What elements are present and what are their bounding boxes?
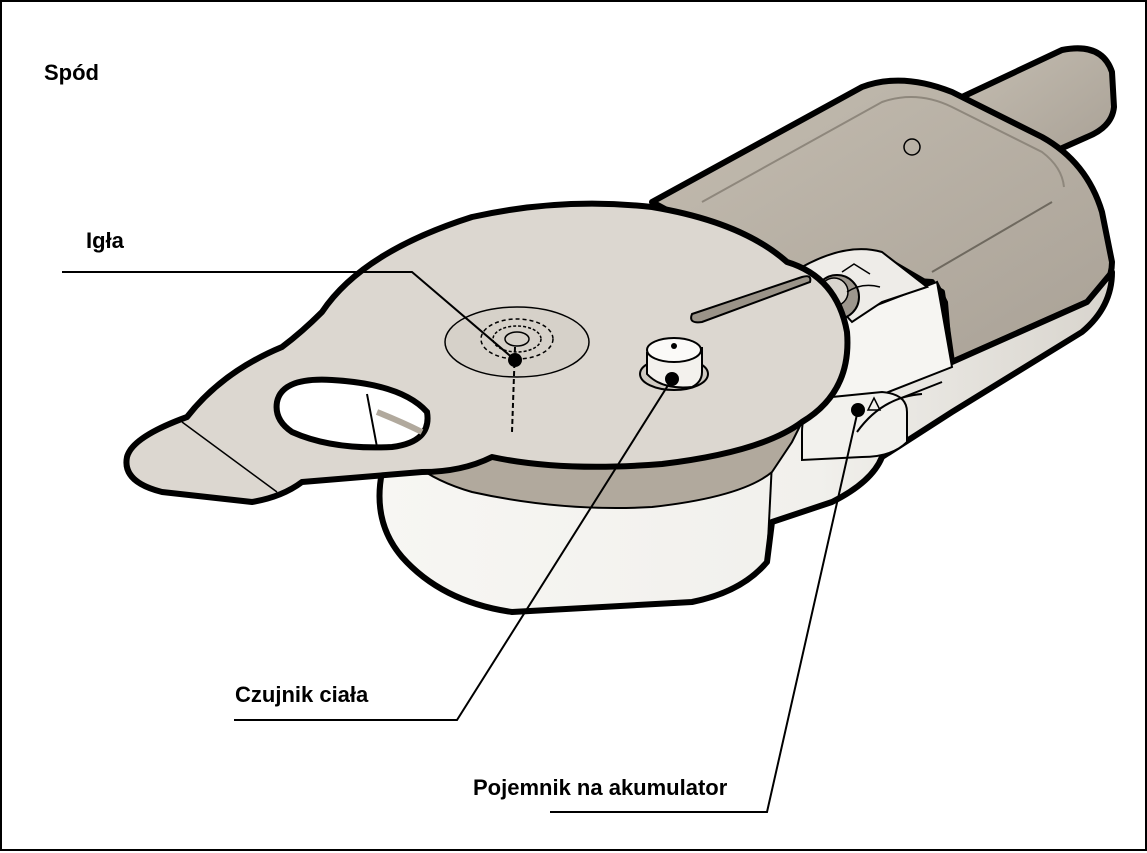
needle-area — [444, 306, 590, 433]
battery-compartment-label: Pojemnik na akumulator — [473, 775, 728, 800]
needle-label: Igła — [86, 228, 124, 253]
arrow-marker-icon — [866, 396, 882, 411]
needle-leader-dot — [508, 353, 522, 367]
needle-leader-line — [62, 271, 516, 361]
body-sensor-label: Czujnik ciała — [235, 682, 369, 707]
callout-lines — [62, 271, 865, 813]
sensor-leader-line — [234, 378, 673, 721]
battery-leader-line — [550, 409, 859, 813]
sensor-leader-dot — [665, 372, 679, 386]
plate-slot — [690, 275, 812, 324]
device-handle — [959, 45, 1117, 160]
plate-finger-hole — [273, 376, 431, 451]
diagram-title: Spód — [44, 60, 99, 85]
body-indicator-dot — [903, 138, 921, 156]
battery-leader-dot — [851, 403, 865, 417]
